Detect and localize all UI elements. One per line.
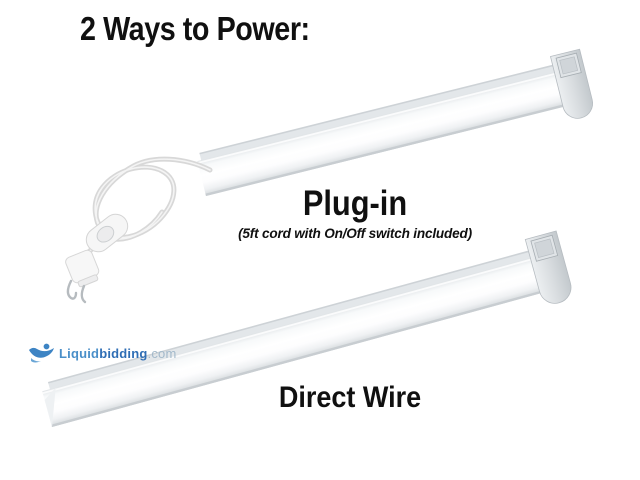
watermark-brand-part2: bidding — [99, 345, 148, 361]
watermark-text: Liquidbidding.com — [59, 346, 177, 361]
direct-wire-fixture-image — [42, 230, 572, 427]
liquidbidding-swoosh-icon — [29, 343, 54, 363]
plug-prongs — [66, 279, 87, 304]
plug-in-label: Plug-in — [302, 184, 408, 223]
page-title: 2 Ways to Power: — [80, 10, 310, 47]
plug-in-end-cap — [550, 48, 594, 119]
watermark-domain: .com — [147, 345, 177, 361]
power-plug-image — [65, 249, 100, 304]
plug-in-fixture-image — [197, 48, 594, 196]
watermark-brand-part1: Liquid — [59, 345, 100, 361]
plug-in-subtitle: (5ft cord with On/Off switch included) — [238, 225, 472, 241]
on-off-switch-image — [85, 213, 129, 253]
direct-wire-end-cap — [524, 230, 572, 304]
direct-wire-label: Direct Wire — [278, 381, 422, 414]
watermark: Liquidbidding.com — [28, 342, 177, 364]
